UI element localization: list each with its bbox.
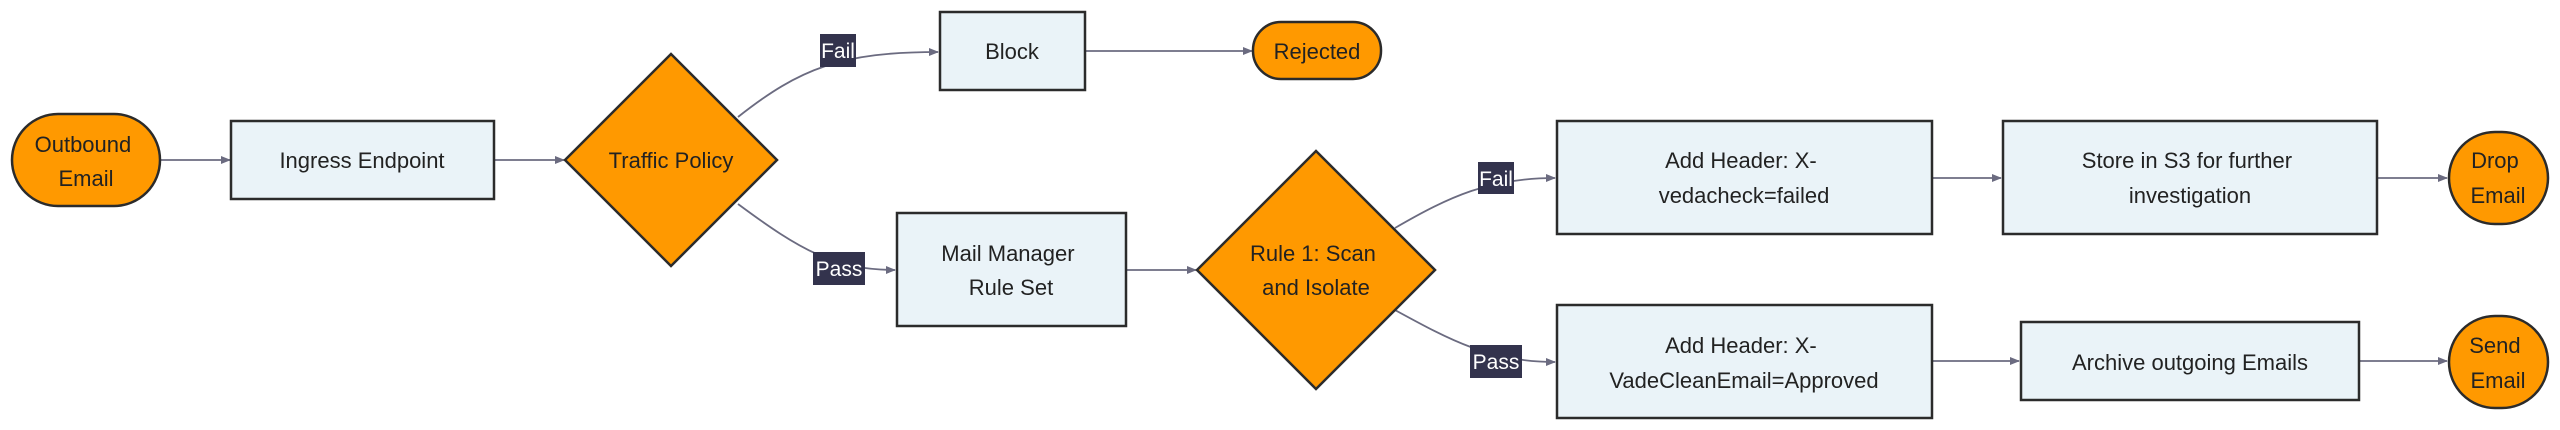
node-block[interactable]: Block (938, 10, 1087, 92)
node-rule-set[interactable]: Mail Manager Rule Set (895, 211, 1128, 328)
node-rule1-line1: Rule 1: Scan (1250, 241, 1376, 266)
node-drop-email-line2: Email (2470, 183, 2525, 208)
node-traffic-policy[interactable]: Traffic Policy (563, 52, 779, 268)
svg-text:Store in S3 for further: Store in S3 for further investigation (2082, 148, 2298, 208)
svg-text:Drop Email: Drop Email (2470, 148, 2525, 208)
node-outbound-email-line1: Outbound (35, 132, 132, 157)
node-block-label: Block (985, 39, 1040, 64)
node-archive[interactable]: Archive outgoing Emails (2019, 320, 2361, 402)
node-rejected-label: Rejected (1274, 39, 1361, 64)
nodes: Outbound Email Ingress Endpoint Traffic … (10, 10, 2550, 420)
svg-text:Send Email: Send Email (2469, 333, 2527, 393)
node-header-failed-line2: vedacheck=failed (1659, 183, 1830, 208)
svg-text:Ingress Endpoint: Ingress Endpoint (279, 148, 444, 173)
svg-text:Rule 1: Scan and Isola: Rule 1: Scan and Isolate (1250, 241, 1382, 300)
svg-text:Add Header: X- VadeCle: Add Header: X- VadeCleanEmail=Approved (1609, 333, 1878, 393)
edge-label-rule-fail-text: Fail (1479, 168, 1513, 191)
edge-label-policy-pass: Pass (813, 252, 865, 285)
node-header-failed-line1: Add Header: X- (1665, 148, 1817, 173)
node-drop-email-line1: Drop (2471, 148, 2519, 173)
node-archive-label: Archive outgoing Emails (2072, 350, 2308, 375)
svg-text:Traffic Policy: Traffic Policy (609, 148, 734, 173)
edge-labels: Fail Pass Fail Pass (813, 34, 1522, 378)
node-rule1[interactable]: Rule 1: Scan and Isolate (1195, 149, 1437, 391)
svg-text:Outbound Email: Outbound Email (35, 132, 138, 191)
node-drop-email[interactable]: Drop Email (2447, 130, 2550, 226)
node-outbound-email-line2: Email (58, 166, 113, 191)
svg-text:Mail Manager Rule Set: Mail Manager Rule Set (941, 241, 1080, 300)
node-header-failed[interactable]: Add Header: X- vedacheck=failed (1555, 119, 1934, 236)
svg-text:Block: Block (985, 39, 1040, 64)
node-send-email[interactable]: Send Email (2447, 314, 2550, 410)
edge-label-rule-pass: Pass (1470, 345, 1522, 378)
svg-text:Add Header: X- vedache: Add Header: X- vedacheck=failed (1659, 148, 1830, 208)
edge-label-policy-pass-text: Pass (816, 258, 863, 281)
node-rule-set-line2: Rule Set (969, 275, 1053, 300)
svg-text:Rejected: Rejected (1274, 39, 1361, 64)
node-outbound-email[interactable]: Outbound Email (10, 112, 162, 208)
node-header-approved[interactable]: Add Header: X- VadeCleanEmail=Approved (1555, 303, 1934, 420)
svg-text:Archive outgoing Emails: Archive outgoing Emails (2072, 350, 2308, 375)
node-header-approved-line1: Add Header: X- (1665, 333, 1817, 358)
node-store-s3-line1: Store in S3 for further (2082, 148, 2292, 173)
node-send-email-line1: Send (2469, 333, 2520, 358)
node-ingress-endpoint-label: Ingress Endpoint (279, 148, 444, 173)
node-store-s3[interactable]: Store in S3 for further investigation (2001, 119, 2379, 236)
node-header-approved-line2: VadeCleanEmail=Approved (1609, 368, 1878, 393)
node-send-email-line2: Email (2470, 368, 2525, 393)
node-rule1-line2: and Isolate (1262, 275, 1370, 300)
node-store-s3-line2: investigation (2129, 183, 2251, 208)
node-rejected[interactable]: Rejected (1251, 20, 1383, 81)
edge-label-policy-fail-text: Fail (821, 40, 855, 63)
edge-label-rule-fail: Fail (1478, 162, 1514, 194)
edge-rule1-to-header-failed (1394, 174, 1556, 229)
node-rule-set-line1: Mail Manager (941, 241, 1074, 266)
node-traffic-policy-label: Traffic Policy (609, 148, 734, 173)
edge-label-policy-fail: Fail (820, 34, 856, 67)
edge-label-rule-pass-text: Pass (1473, 351, 1520, 374)
node-ingress-endpoint[interactable]: Ingress Endpoint (229, 119, 496, 201)
